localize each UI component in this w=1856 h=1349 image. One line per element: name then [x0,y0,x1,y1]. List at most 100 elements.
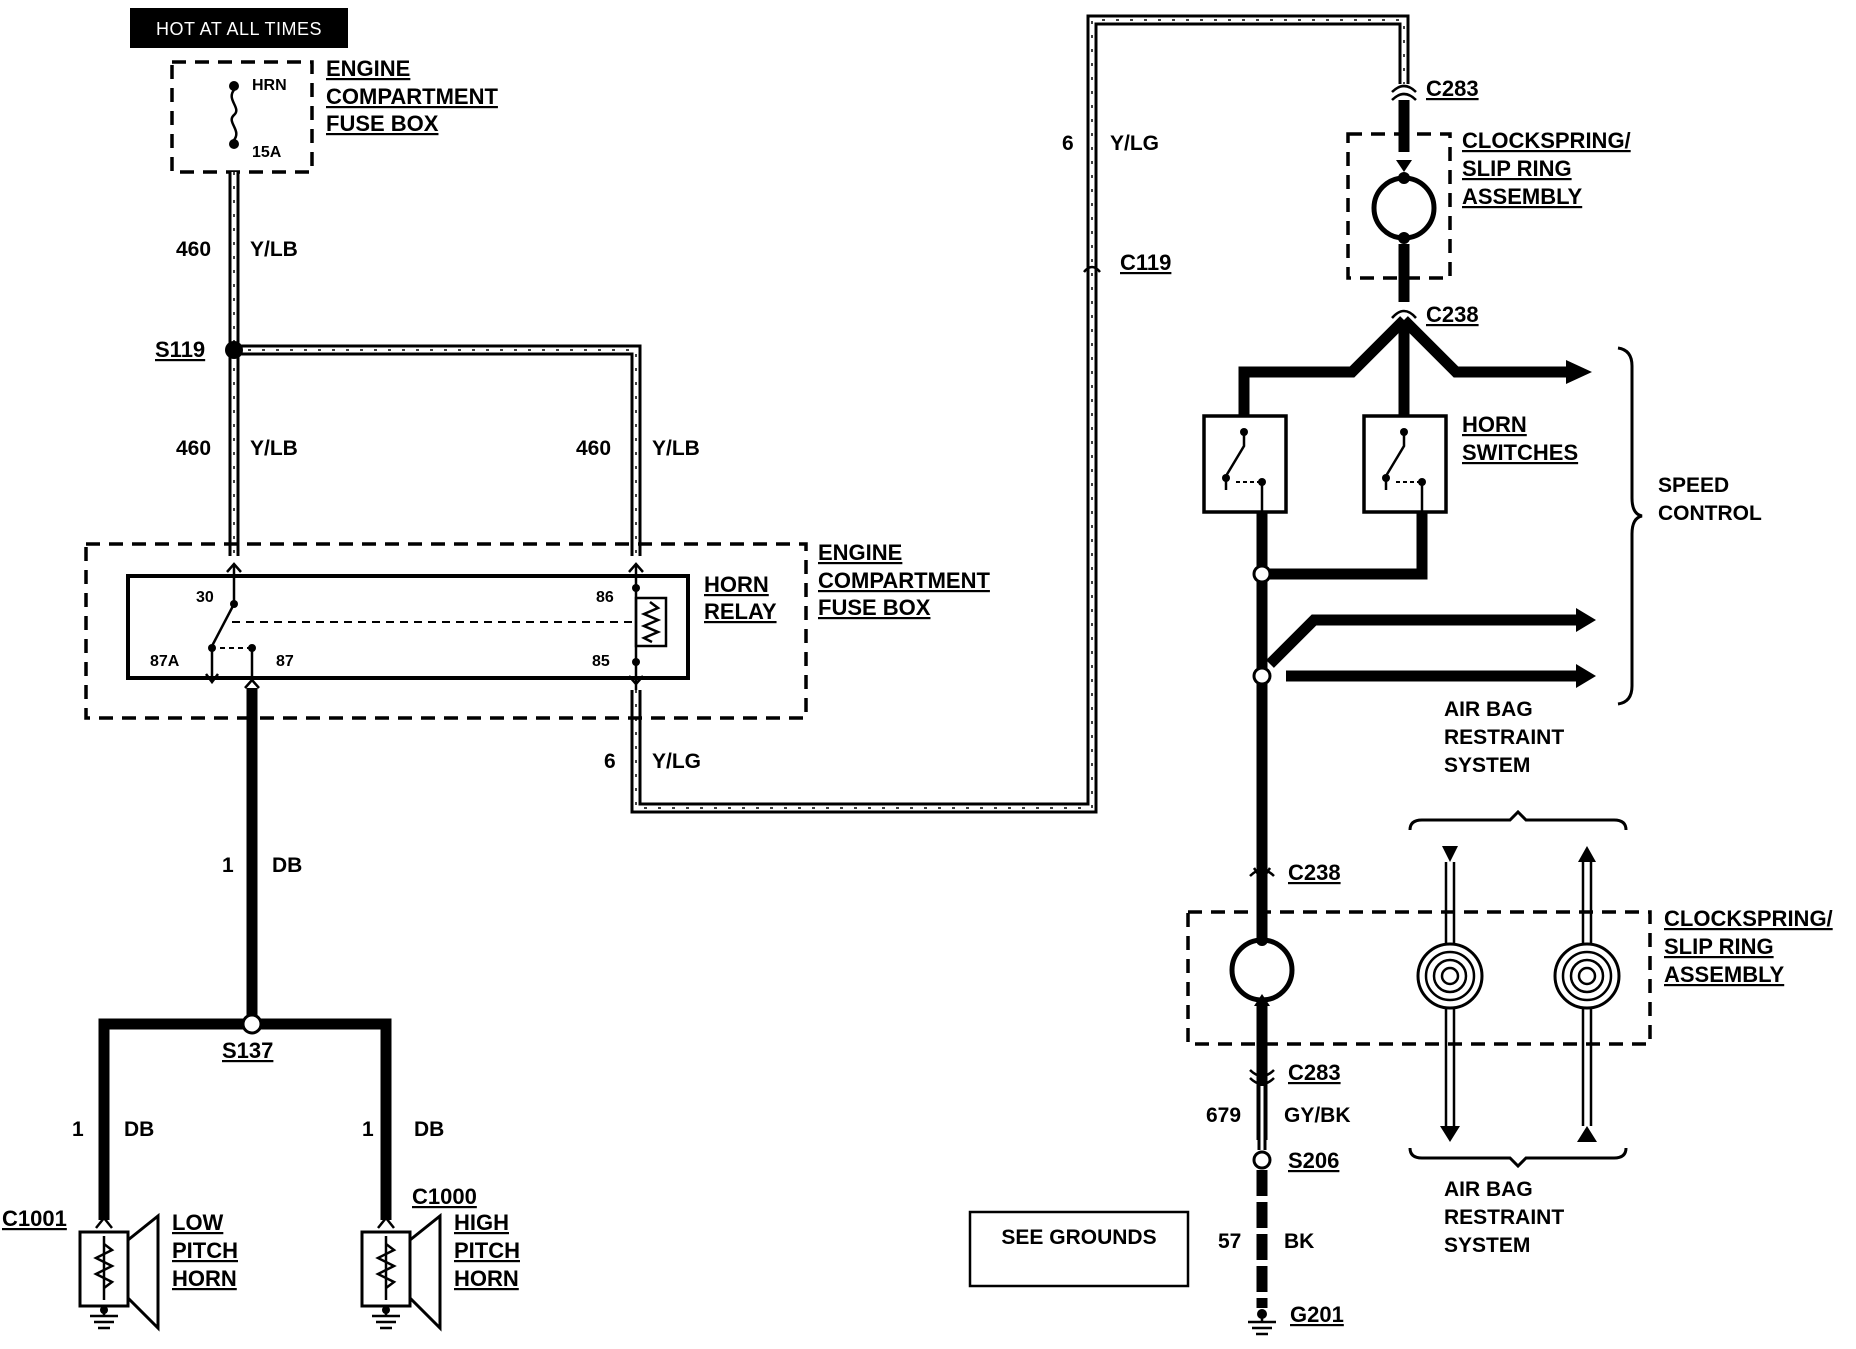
wire-679-num: 679 [1206,1104,1241,1127]
wire-460b-num: 460 [176,437,211,460]
airbag-coil-2-icon [1553,846,1621,1142]
svg-text:ASSEMBLY: ASSEMBLY [1462,184,1583,209]
svg-text:HORN: HORN [454,1266,519,1291]
svg-text:RESTRAINT: RESTRAINT [1444,726,1564,749]
low-pitch-horn-icon [78,1212,160,1332]
svg-text:AIR BAG: AIR BAG [1444,698,1533,721]
horn-switch-1-icon [1202,414,1288,514]
svg-text:RESTRAINT: RESTRAINT [1444,1206,1564,1229]
wire-1a-color: DB [272,854,302,877]
svg-text:PITCH: PITCH [454,1238,520,1263]
svg-text:FUSE BOX: FUSE BOX [818,595,931,620]
connector-c1000-label: C1000 [412,1184,477,1209]
ground-g201-label: G201 [1290,1302,1344,1327]
splice-s137-label: S137 [222,1038,273,1063]
svg-text:HIGH: HIGH [454,1210,509,1235]
wire-6a-color: Y/LG [652,750,701,773]
airbag-bottom-label: AIR BAG RESTRAINT SYSTEM [1444,1178,1564,1257]
svg-text:AIR BAG: AIR BAG [1444,1178,1533,1201]
svg-text:SPEED: SPEED [1658,474,1729,497]
relay-box-title: ENGINE COMPARTMENT FUSE BOX [818,540,990,620]
svg-text:CLOCKSPRING/: CLOCKSPRING/ [1462,128,1631,153]
fuse-hrn [229,81,239,149]
svg-text:ENGINE: ENGINE [326,56,410,81]
connector-c238-top-mark [1391,309,1417,319]
connector-c283-bottom-label: C283 [1288,1060,1341,1085]
splice-s137-dot [241,1013,263,1035]
see-grounds-label: SEE GROUNDS [1001,1226,1156,1249]
fuse-rating: 15A [252,144,282,161]
wire-460b-color: Y/LB [250,437,298,460]
horn-switch-2-icon [1362,414,1448,514]
fuse-box-outline [170,60,314,174]
clockspring-bottom-label: CLOCKSPRING/ SLIP RING ASSEMBLY [1664,906,1833,987]
fuse-name: HRN [252,77,287,94]
wire-6b-num: 6 [1062,132,1074,155]
splice-s119-label: S119 [155,337,205,362]
pin-86-label: 86 [596,589,614,606]
wire-6a-num: 6 [604,750,616,773]
wire-460c-color: Y/LB [652,437,700,460]
clockspring-bottom-icon [1229,934,1295,1006]
svg-text:SLIP RING: SLIP RING [1664,934,1774,959]
connector-c283-top-mark [1391,84,1417,101]
svg-text:SYSTEM: SYSTEM [1444,1234,1530,1257]
wire-460a-color: Y/LB [250,238,298,261]
connector-c283-bottom-mark [1249,1069,1275,1086]
airbag-top-brace [1408,809,1628,831]
connector-c238-bottom-mark [1249,867,1275,883]
wire-57-color: BK [1284,1230,1314,1253]
svg-text:HORN: HORN [704,572,769,597]
pin-87-label: 87 [276,653,294,670]
svg-text:ASSEMBLY: ASSEMBLY [1664,962,1785,987]
svg-text:PITCH: PITCH [172,1238,238,1263]
splice-s206-dot [1252,1150,1272,1170]
wire-1c-num: 1 [362,1118,374,1141]
ground-icon [1248,1309,1276,1336]
see-grounds-box [968,1210,1190,1288]
wire-6-y-lg [630,14,1410,814]
wire-1c-color: DB [414,1118,444,1141]
pin-87a-label: 87A [150,653,180,670]
pin-30-label: 30 [196,589,214,606]
svg-text:CONTROL: CONTROL [1658,502,1762,525]
svg-text:FUSE BOX: FUSE BOX [326,111,439,136]
svg-text:COMPARTMENT: COMPARTMENT [326,84,498,109]
speed-control-bracket [1617,346,1643,706]
low-pitch-horn-label: LOW PITCH HORN [172,1210,238,1291]
wire-460-y-lb [228,172,642,556]
svg-text:ENGINE: ENGINE [818,540,902,565]
svg-text:HORN: HORN [1462,412,1527,437]
connector-c119-mark [1083,265,1101,273]
wire-57-num: 57 [1218,1230,1241,1253]
connector-c238-top-label: C238 [1426,302,1479,327]
clockspring-top-icon [1371,172,1437,244]
speed-control-label: SPEED CONTROL [1658,474,1762,525]
svg-text:SLIP RING: SLIP RING [1462,156,1572,181]
svg-text:COMPARTMENT: COMPARTMENT [818,568,990,593]
wire-6b-color: Y/LG [1110,132,1159,155]
wire-679-color: GY/BK [1284,1104,1351,1127]
svg-text:SYSTEM: SYSTEM [1444,754,1530,777]
airbag-mid-label: AIR BAG RESTRAINT SYSTEM [1444,698,1564,777]
splice-s206-label: S206 [1288,1148,1339,1173]
clockspring-top-label: CLOCKSPRING/ SLIP RING ASSEMBLY [1462,128,1631,209]
high-pitch-horn-icon [360,1212,442,1332]
svg-text:HORN: HORN [172,1266,237,1291]
connector-c238-bottom-label: C238 [1288,860,1341,885]
fuse-box-title: ENGINE COMPARTMENT FUSE BOX [326,56,498,136]
wire-1b-num: 1 [72,1118,84,1141]
clockspring-top-outline [1346,132,1452,280]
wire-1a-num: 1 [222,854,234,877]
wire-1b-color: DB [124,1118,154,1141]
wire-460a-num: 460 [176,238,211,261]
svg-text:RELAY: RELAY [704,599,777,624]
connector-c283-top-label: C283 [1426,76,1479,101]
clockspring-bottom-outline [1186,910,1652,1046]
svg-text:SWITCHES: SWITCHES [1462,440,1578,465]
relay-fuse-box-outline [84,542,808,720]
svg-text:LOW: LOW [172,1210,224,1235]
wire-460c-num: 460 [576,437,611,460]
airbag-coil-1-icon [1416,846,1484,1142]
